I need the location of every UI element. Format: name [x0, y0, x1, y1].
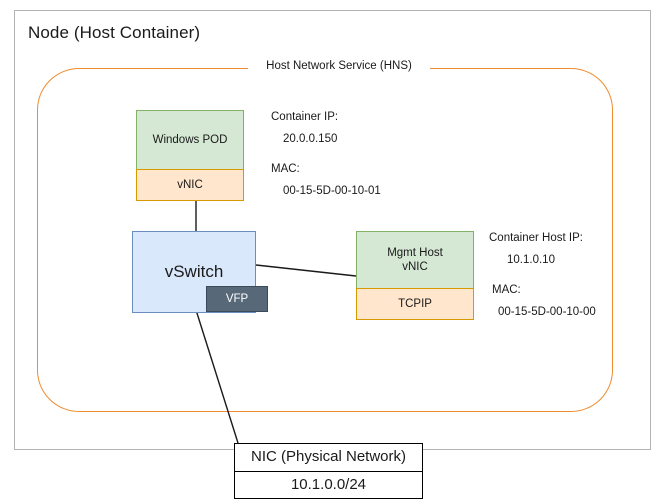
node-host-container-frame	[14, 10, 651, 450]
mgmt-host-vnic-box[interactable]: Mgmt Host vNIC	[356, 231, 474, 289]
page-title: Node (Host Container)	[28, 23, 201, 42]
container-ip-annotation: Container IP: 20.0.0.150	[271, 111, 338, 145]
mgmt-host-line1: Mgmt Host	[387, 246, 443, 259]
physical-nic-subnet-box[interactable]: 10.1.0.0/24	[234, 471, 423, 499]
container-host-ip-label: Container Host IP:	[489, 232, 583, 244]
windows-pod-box[interactable]: Windows POD	[136, 110, 244, 170]
mgmt-host-vnic-label: Mgmt Host vNIC	[387, 246, 443, 275]
pod-vnic-box[interactable]: vNIC	[136, 169, 244, 201]
container-host-ip-annotation: Container Host IP: 10.1.0.10	[489, 232, 583, 266]
host-mac-value: 00-15-5D-00-10-00	[498, 306, 596, 318]
container-ip-value: 20.0.0.150	[283, 133, 338, 145]
mgmt-host-line2: vNIC	[402, 261, 428, 273]
vfp-box[interactable]: VFP	[206, 286, 268, 312]
host-mac-label: MAC:	[492, 284, 521, 296]
container-ip-label: Container IP:	[271, 111, 339, 123]
hns-label-mask	[248, 60, 430, 77]
container-mac-label: MAC:	[271, 163, 300, 175]
tcpip-box[interactable]: TCPIP	[356, 288, 474, 320]
container-mac-annotation: MAC: 00-15-5D-00-10-01	[271, 163, 381, 197]
host-mac-annotation: MAC: 00-15-5D-00-10-00	[492, 284, 596, 318]
physical-nic-title-box[interactable]: NIC (Physical Network)	[234, 443, 423, 472]
container-mac-value: 00-15-5D-00-10-01	[283, 185, 381, 197]
hns-label: Host Network Service (HNS)	[266, 60, 412, 72]
container-host-ip-value: 10.1.0.10	[507, 254, 555, 266]
